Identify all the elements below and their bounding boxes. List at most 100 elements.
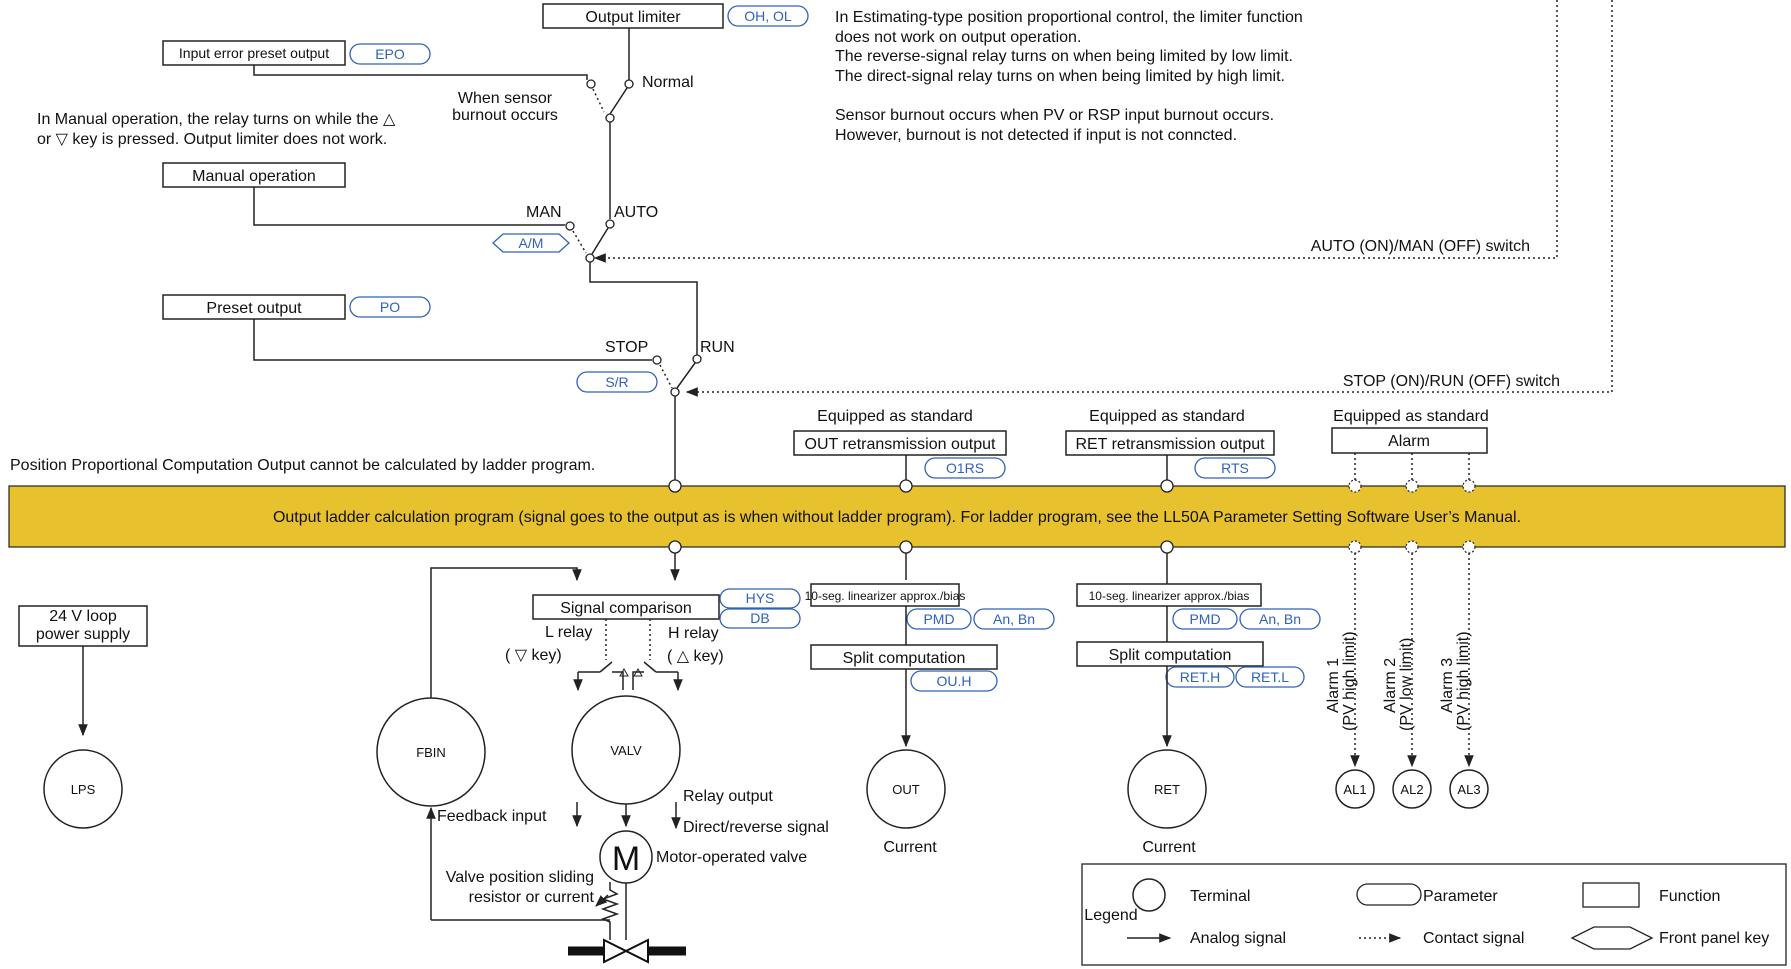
alarm-label: Alarm	[1388, 433, 1430, 450]
note-line-5: Sensor burnout occurs when PV or RSP inp…	[835, 107, 1274, 124]
note-line-2: does not work on output operation.	[835, 29, 1081, 46]
current-out-label: Current	[883, 839, 937, 856]
ret-retrans-label: RET retransmission output	[1075, 436, 1265, 453]
al3-label: AL3	[1457, 782, 1480, 797]
note-line-6: However, burnout is not detected if inpu…	[835, 127, 1237, 144]
auto-man-switch-label: AUTO (ON)/MAN (OFF) switch	[1311, 238, 1530, 255]
ladder-note: Position Proportional Computation Output…	[10, 457, 595, 474]
note-line-3: The reverse-signal relay turns on when b…	[835, 48, 1293, 65]
legend-key-label: Front panel key	[1659, 930, 1769, 947]
alarm-1-label-2: (PV high limit)	[1341, 631, 1358, 731]
sr-key[interactable]	[576, 371, 658, 393]
al2-terminal	[1392, 769, 1432, 809]
burnout-label-2: burnout occurs	[452, 107, 558, 124]
anbn-param-2	[1239, 608, 1321, 630]
oh-ol-text: OH, OL	[744, 8, 792, 24]
out-retrans-box	[793, 430, 1007, 456]
po-param	[349, 296, 431, 318]
sr-key-text: S/R	[605, 374, 628, 390]
feedback-input-label: Feedback input	[437, 808, 547, 825]
rts-text: RTS	[1221, 460, 1249, 476]
lps-label: LPS	[71, 782, 96, 797]
legend-box	[1081, 863, 1787, 966]
legend-contact-label: Contact signal	[1423, 930, 1524, 947]
pmd-text-1: PMD	[923, 611, 954, 627]
out-label: OUT	[892, 782, 920, 797]
al3-terminal	[1449, 769, 1489, 809]
standard-label-ret: Equipped as standard	[1089, 408, 1245, 425]
direct-reverse-label: Direct/reverse signal	[683, 819, 829, 836]
oh-ol-param	[727, 5, 809, 27]
motor-valve-label: Motor-operated valve	[656, 849, 807, 866]
h-relay-label: H relay	[668, 625, 719, 642]
fbin-label: FBIN	[416, 745, 446, 760]
manual-note-1: In Manual operation, the relay turns on …	[37, 111, 396, 128]
manual-operation-label: Manual operation	[192, 168, 316, 185]
fbin-terminal	[376, 697, 486, 807]
legend-analog-label: Analog signal	[1190, 930, 1286, 947]
run-label: RUN	[700, 339, 735, 356]
legend-terminal-label: Terminal	[1190, 888, 1250, 905]
legend-parameter-symbol	[1356, 883, 1422, 906]
linearizer-ret-box	[1076, 583, 1262, 607]
epo-text: EPO	[375, 46, 405, 62]
legend-function-label: Function	[1659, 888, 1720, 905]
normal-label: Normal	[642, 74, 694, 91]
alarm-box	[1331, 427, 1488, 454]
output-limiter-label: Output limiter	[585, 9, 681, 26]
loop-power-label-2: power supply	[36, 626, 130, 643]
l-relay-label: L relay	[545, 624, 592, 641]
ladder-bar-text: Output ladder calculation program (signa…	[273, 509, 1521, 526]
h-key-label: ( △ key)	[667, 648, 724, 665]
input-error-box	[162, 40, 346, 66]
alarm-2-label-2: (PV low limit)	[1398, 638, 1415, 731]
rts-param	[1194, 457, 1276, 479]
note-line-4: The direct-signal relay turns on when be…	[835, 68, 1285, 85]
reth-text: RET.H	[1180, 669, 1220, 685]
db-text: DB	[750, 610, 769, 626]
split-ret-label: Split computation	[1109, 647, 1232, 664]
burnout-label-1: When sensor	[458, 90, 553, 107]
o1rs-param	[924, 457, 1006, 479]
signal-comparison-box	[532, 594, 720, 620]
manual-operation-box	[162, 162, 346, 188]
am-key[interactable]	[492, 233, 570, 253]
legend-function-symbol	[1582, 882, 1640, 908]
ret-label: RET	[1154, 782, 1180, 797]
linearizer-ret-label: 10-seg. linearizer approx./bias	[1089, 589, 1250, 603]
man-label: MAN	[526, 204, 562, 221]
retl-text: RET.L	[1251, 669, 1289, 685]
alarm-3-label-2: (PV high limit)	[1455, 631, 1472, 731]
linearizer-out-box	[810, 583, 960, 607]
split-ret-box	[1076, 641, 1264, 667]
anbn-text-1: An, Bn	[993, 611, 1035, 627]
relay-output-label: Relay output	[683, 788, 773, 805]
out-terminal	[866, 749, 946, 829]
split-out-box	[810, 644, 998, 670]
manual-note-2: or ▽ key is pressed. Output limiter does…	[37, 131, 387, 148]
loop-power-label-1: 24 V loop	[49, 608, 117, 625]
hys-text: HYS	[746, 590, 775, 606]
note-line-1: In Estimating-type position proportional…	[835, 9, 1303, 26]
standard-label-out: Equipped as standard	[817, 408, 973, 425]
am-key-text: A/M	[519, 235, 544, 251]
split-out-label: Split computation	[843, 650, 966, 667]
retl-param	[1235, 666, 1305, 688]
po-text: PO	[380, 299, 400, 315]
pmd-param-1	[906, 608, 972, 630]
alarm-3-label-1: Alarm 3	[1439, 658, 1456, 713]
reth-param	[1165, 666, 1235, 688]
stop-run-switch-label: STOP (ON)/RUN (OFF) switch	[1343, 373, 1560, 390]
al1-label: AL1	[1343, 782, 1366, 797]
ouh-text: OU.H	[937, 673, 972, 689]
ret-terminal	[1127, 749, 1207, 829]
input-error-label: Input error preset output	[179, 45, 329, 61]
motor-label: M	[612, 840, 640, 878]
auto-label: AUTO	[614, 204, 658, 221]
output-limiter-box	[542, 3, 724, 29]
preset-output-label: Preset output	[206, 300, 302, 317]
linearizer-out-label: 10-seg. linearizer approx./bias	[805, 589, 966, 603]
valv-label: VALV	[610, 743, 642, 758]
ladder-bar	[8, 485, 1786, 548]
